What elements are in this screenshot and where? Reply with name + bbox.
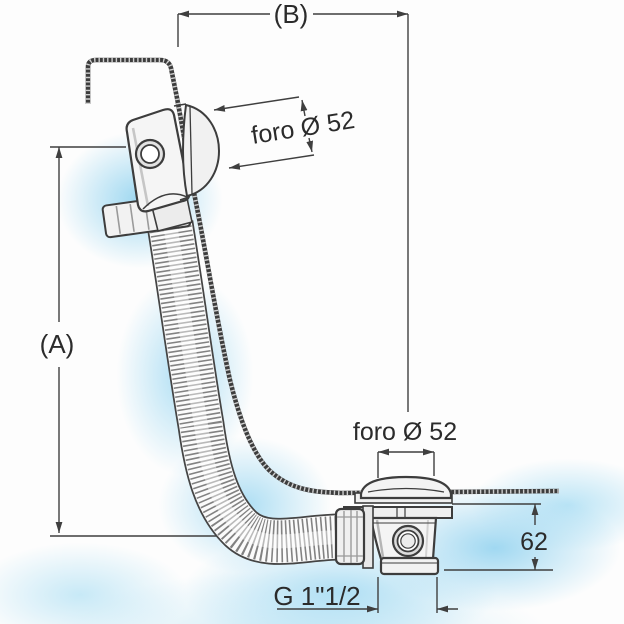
dim-b-label: (B) bbox=[274, 0, 309, 29]
drain-height-label: 62 bbox=[520, 528, 548, 556]
overflow-hole-label: foro Ø 52 bbox=[249, 106, 356, 150]
dimension-a: (A) bbox=[40, 146, 219, 537]
flexible-hose bbox=[146, 220, 342, 565]
dimension-b: (B) bbox=[177, 0, 409, 412]
dimension-overflow-hole: foro Ø 52 bbox=[213, 96, 357, 170]
drain-hole-label: foro Ø 52 bbox=[353, 418, 457, 446]
overflow-fitting bbox=[101, 103, 221, 239]
drain-cap-dome bbox=[359, 475, 453, 500]
overflow-cap bbox=[181, 103, 221, 198]
dim-a-label: (A) bbox=[40, 329, 75, 359]
drain-fitting bbox=[334, 475, 453, 576]
drain-outlet bbox=[379, 556, 440, 576]
drain-thread-label: G 1"1/2 bbox=[273, 581, 360, 611]
dimension-drain-thread: G 1"1/2 bbox=[273, 577, 458, 613]
bathtub-wall bbox=[85, 57, 560, 496]
dimension-drain-hole: foro Ø 52 bbox=[353, 418, 457, 478]
dimension-drain-height: 62 bbox=[444, 503, 553, 571]
